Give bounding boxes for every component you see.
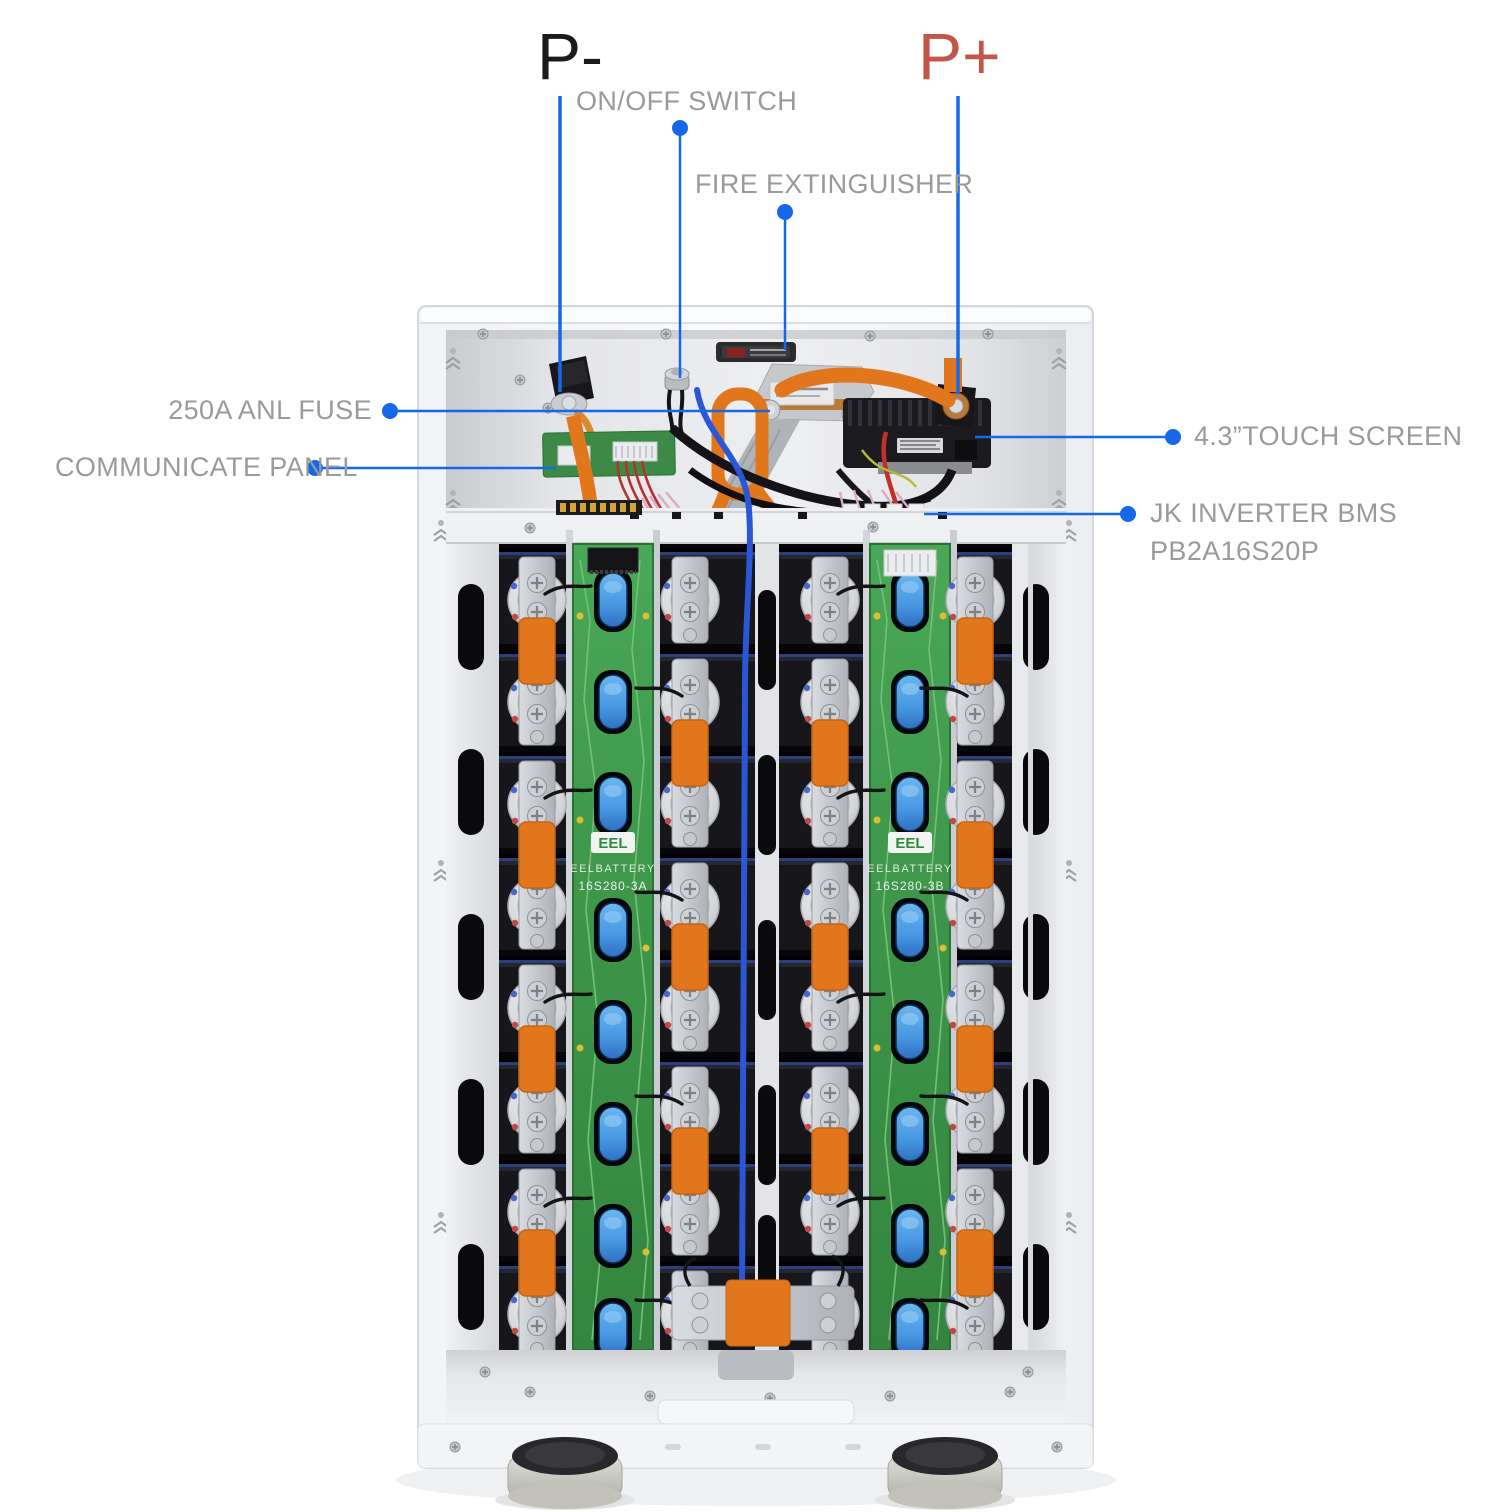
bms-label-line1: JK INVERTER BMS bbox=[1150, 498, 1398, 528]
annotation-dots bbox=[307, 120, 1181, 522]
brand-name-right: EELBATTERY bbox=[867, 863, 953, 875]
battery-bay: EEL EELBATTERY 16S280-3A EEL bbox=[446, 387, 1066, 1363]
bms-label-line2: PB2A16S20P bbox=[1150, 536, 1320, 566]
on-off-switch-label: ON/OFF SWITCH bbox=[576, 86, 798, 116]
p-minus-label: P- bbox=[537, 19, 603, 93]
module-id-left: 16S280-3A bbox=[578, 879, 647, 893]
anl-fuse-label: 250A ANL FUSE bbox=[168, 395, 372, 425]
touch-screen-label: 4.3”TOUCH SCREEN bbox=[1194, 421, 1463, 451]
right-wall bbox=[1012, 544, 1066, 1350]
blue-sense-wire bbox=[694, 387, 753, 1298]
balance-connector-left bbox=[587, 547, 639, 573]
p-plus-label: P+ bbox=[918, 19, 1001, 93]
fire-extinguisher-label: FIRE EXTINGUISHER bbox=[695, 169, 974, 199]
center-divider bbox=[755, 544, 779, 1350]
orange-busbar bbox=[774, 367, 956, 408]
communicate-panel-label: COMMUNICATE PANEL bbox=[55, 452, 358, 482]
bottom-busbar bbox=[671, 1254, 855, 1347]
rails bbox=[494, 530, 1033, 1350]
pcb-strip-left: EEL EELBATTERY 16S280-3A bbox=[570, 543, 656, 1363]
pcb-strip-right: EEL EELBATTERY 16S280-3B bbox=[867, 543, 953, 1363]
fire-extinguisher-device bbox=[716, 342, 796, 362]
annotation-leaders bbox=[315, 96, 1173, 516]
brand-name-left: EELBATTERY bbox=[570, 863, 656, 875]
cabinet-top-lip bbox=[420, 308, 1091, 322]
cabinet-base bbox=[417, 1350, 1094, 1511]
eel-logo: EEL bbox=[591, 832, 635, 853]
module-id-right: 16S280-3B bbox=[875, 879, 944, 893]
gold-pin-header bbox=[556, 500, 642, 515]
svg-text:EEL: EEL bbox=[895, 835, 924, 852]
left-wall bbox=[446, 544, 497, 1350]
svg-text:EEL: EEL bbox=[598, 835, 627, 852]
eel-logo: EEL bbox=[888, 832, 932, 853]
